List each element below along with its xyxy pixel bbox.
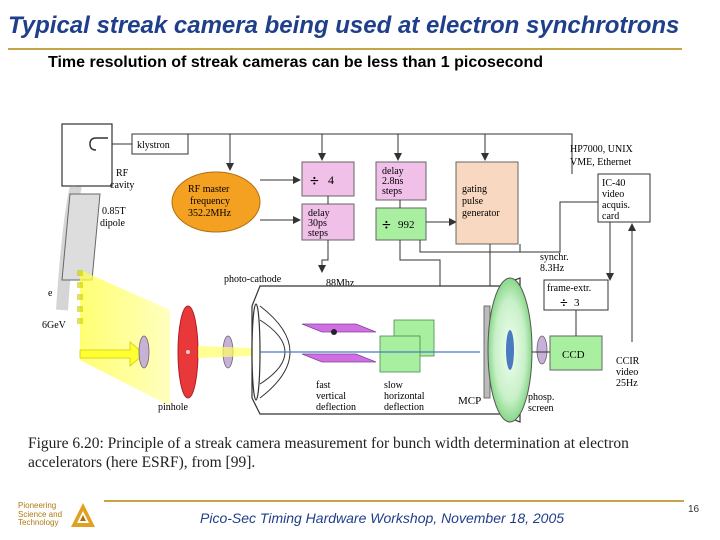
- ic40-label-3: acquis.: [602, 200, 630, 211]
- fast-label-1: fast: [316, 380, 331, 391]
- fast-deflection-plate-top: [301, 323, 377, 333]
- slide-subtitle: Time resolution of streak cameras can be…: [48, 54, 543, 71]
- delay-30ps-label-1: delay: [308, 208, 330, 219]
- hp-label-2: VME, Ethernet: [570, 157, 631, 168]
- rf-master-label: RF master: [188, 184, 230, 195]
- synchr-label: synchr.: [540, 252, 569, 263]
- delay-2-8ns-box: [375, 161, 427, 201]
- phosphor-streak-icon: [506, 330, 514, 370]
- pinhole-label: pinhole: [158, 402, 189, 413]
- output-lens: [536, 335, 548, 365]
- footer-workshop-text: Pico-Sec Timing Hardware Workshop, Novem…: [200, 510, 565, 526]
- phosp-label-2: screen: [528, 403, 554, 414]
- ccir-label-1: CCIR: [616, 356, 640, 367]
- delay-ns-label-2: 2.8ns: [382, 176, 404, 187]
- gating-label-1: gating: [462, 184, 487, 195]
- divide-4-label: 4: [328, 173, 334, 187]
- slow-label-1: slow: [384, 380, 404, 391]
- rf-label: RF: [116, 168, 129, 179]
- footer-logo-text: Pioneering Science and Technology: [18, 501, 63, 528]
- beam-arrow: [79, 341, 145, 367]
- gating-label-3: generator: [462, 208, 500, 219]
- gating-pulse-generator-box: [455, 161, 519, 245]
- logo-line-3: Technology: [18, 518, 59, 528]
- light-to-tube: [198, 346, 252, 358]
- ccir-label-3: 25Hz: [616, 378, 638, 389]
- ccir-label-2: video: [616, 367, 638, 378]
- rf-cavity-box: [61, 123, 113, 187]
- frame-extr-label: frame-extr.: [547, 283, 591, 294]
- klystron-label: klystron: [137, 140, 170, 151]
- caption-text: Principle of a streak camera measurement…: [28, 435, 629, 471]
- divide-992-icon: ÷: [382, 217, 391, 234]
- divide-3-icon: ÷: [560, 296, 568, 311]
- phosp-label-1: phosp.: [528, 392, 554, 403]
- ic40-label-2: video: [602, 189, 624, 200]
- electron-bunch-icon: [331, 329, 337, 335]
- fast-label-3: deflection: [316, 402, 356, 413]
- fast-deflection-plate-bottom: [301, 353, 377, 363]
- ic40-to-gating: [419, 201, 598, 253]
- rf-master-frequency-label: frequency: [190, 196, 230, 207]
- logo-line-2: Science and: [18, 509, 63, 519]
- gating-label-2: pulse: [462, 196, 484, 207]
- delay-ns-label-3: steps: [382, 186, 402, 197]
- energy-label: 6GeV: [42, 320, 67, 331]
- photo-cathode: [251, 303, 261, 401]
- fast-label-2: vertical: [316, 391, 346, 402]
- pinhole-icon: [186, 350, 190, 354]
- page-number: 16: [688, 504, 700, 515]
- delay-30ps-label-3: steps: [308, 228, 328, 239]
- delay-to-fast-deflection: [318, 240, 329, 273]
- ccd-label: CCD: [562, 349, 585, 361]
- ccd-box: [549, 335, 603, 371]
- dipole-field-label: 0.85T: [102, 206, 126, 217]
- slow-label-3: deflection: [384, 402, 424, 413]
- ic40-label-4: card: [602, 211, 619, 222]
- ic40-label-1: IC-40: [602, 178, 625, 189]
- slide-title: Typical streak camera being used at elec…: [8, 12, 680, 39]
- figure-caption: Figure 6.20: Principle of a streak camer…: [28, 434, 688, 472]
- ic40-card-box: [597, 173, 651, 223]
- divide-by-992-box: [375, 207, 427, 241]
- delay-ns-label-1: delay: [382, 166, 404, 177]
- logo-line-1: Pioneering: [18, 501, 57, 510]
- synchrotron-light-beam: [80, 270, 170, 406]
- divide-4-icon: ÷: [310, 173, 319, 190]
- slow-label-2: horizontal: [384, 391, 425, 402]
- top-bus-line: [187, 133, 573, 174]
- divide-992-label: 992: [398, 219, 415, 231]
- delay-30ps-label-2: 30ps: [308, 218, 327, 229]
- freq-88-label: 88Mhz: [326, 278, 355, 289]
- divide-3-label: 3: [574, 297, 580, 309]
- synchr-freq-label: 8.3Hz: [540, 263, 565, 274]
- dipole-label: dipole: [100, 218, 126, 229]
- argonne-logo-icon: [71, 503, 95, 527]
- photocathode-label: photo-cathode: [224, 274, 282, 285]
- title-divider: [8, 48, 682, 50]
- rf-master-oval: [171, 171, 261, 233]
- hp-label-1: HP7000, UNIX: [570, 144, 634, 155]
- caption-prefix: Figure 6.20:: [28, 435, 104, 452]
- mcp-label: MCP: [458, 395, 481, 407]
- rf-master-value: 352.2MHz: [188, 208, 232, 219]
- electron-label: e: [48, 288, 53, 299]
- footer-divider: [104, 500, 684, 502]
- cavity-label: cavity: [110, 180, 134, 191]
- frame-extractor-box: [543, 279, 609, 311]
- divide-by-4-box: [301, 161, 355, 197]
- cavity-hook-icon: [89, 137, 108, 151]
- lens-1: [138, 335, 150, 369]
- slow-deflection-plate-front: [379, 335, 421, 373]
- streak-camera-diagram: RF cavity klystron 0.85T dipole e 6GeV p…: [42, 123, 651, 423]
